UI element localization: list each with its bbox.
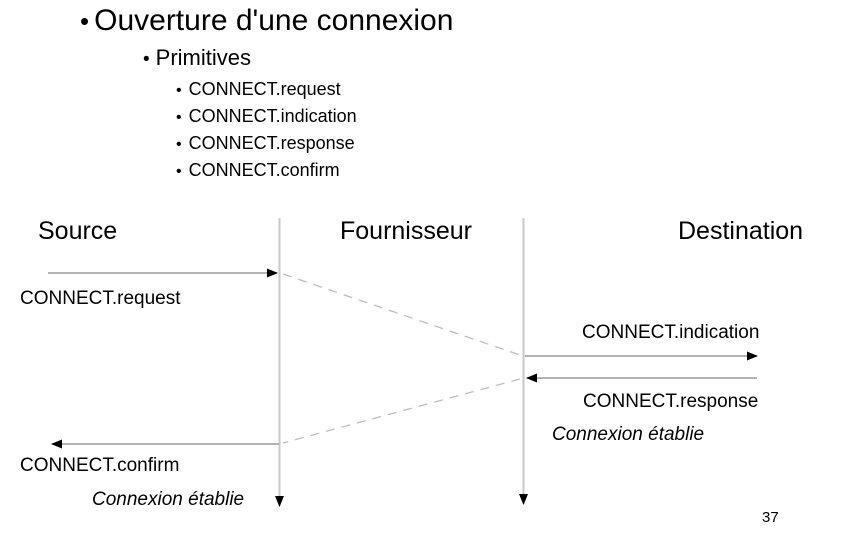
outline-level3-item: • CONNECT.request — [176, 79, 341, 100]
label-connect-indication: CONNECT.indication — [582, 322, 760, 343]
label-connexion-etablie-destination: Connexion établie — [552, 424, 705, 445]
outline-level3-item: • CONNECT.response — [176, 133, 355, 154]
dashed-request-propagation — [282, 273, 521, 356]
outline-level3-label: CONNECT.response — [188, 133, 355, 153]
label-connect-confirm: CONNECT.confirm — [20, 455, 180, 476]
outline-level3-label: CONNECT.confirm — [188, 160, 340, 180]
outline-level2-label: Primitives — [155, 45, 251, 70]
column-header-destination: Destination — [678, 217, 804, 245]
outline-level3-label: CONNECT.request — [188, 79, 341, 99]
label-connect-request: CONNECT.request — [20, 288, 181, 309]
slide-title: Ouverture d'une connexion — [94, 4, 454, 37]
outline-level2-item: • Primitives — [143, 45, 251, 71]
bullet-icon: • — [176, 163, 182, 180]
outline-level3-item: • CONNECT.indication — [176, 106, 357, 127]
bullet-icon: • — [80, 6, 90, 36]
label-connexion-etablie-source: Connexion établie — [92, 489, 245, 510]
outline-level1-item: • Ouverture d'une connexion — [80, 4, 453, 38]
bullet-icon: • — [143, 49, 150, 70]
label-connect-response: CONNECT.response — [583, 391, 759, 412]
column-header-source: Source — [38, 217, 118, 245]
outline-level3-label: CONNECT.indication — [188, 106, 357, 126]
outline-level3-item: • CONNECT.confirm — [176, 160, 340, 181]
bullet-icon: • — [176, 109, 182, 126]
column-header-fournisseur: Fournisseur — [340, 217, 472, 245]
page-number: 37 — [762, 509, 779, 526]
dashed-response-propagation — [282, 378, 521, 444]
bullet-icon: • — [176, 82, 182, 99]
bullet-icon: • — [176, 136, 182, 153]
